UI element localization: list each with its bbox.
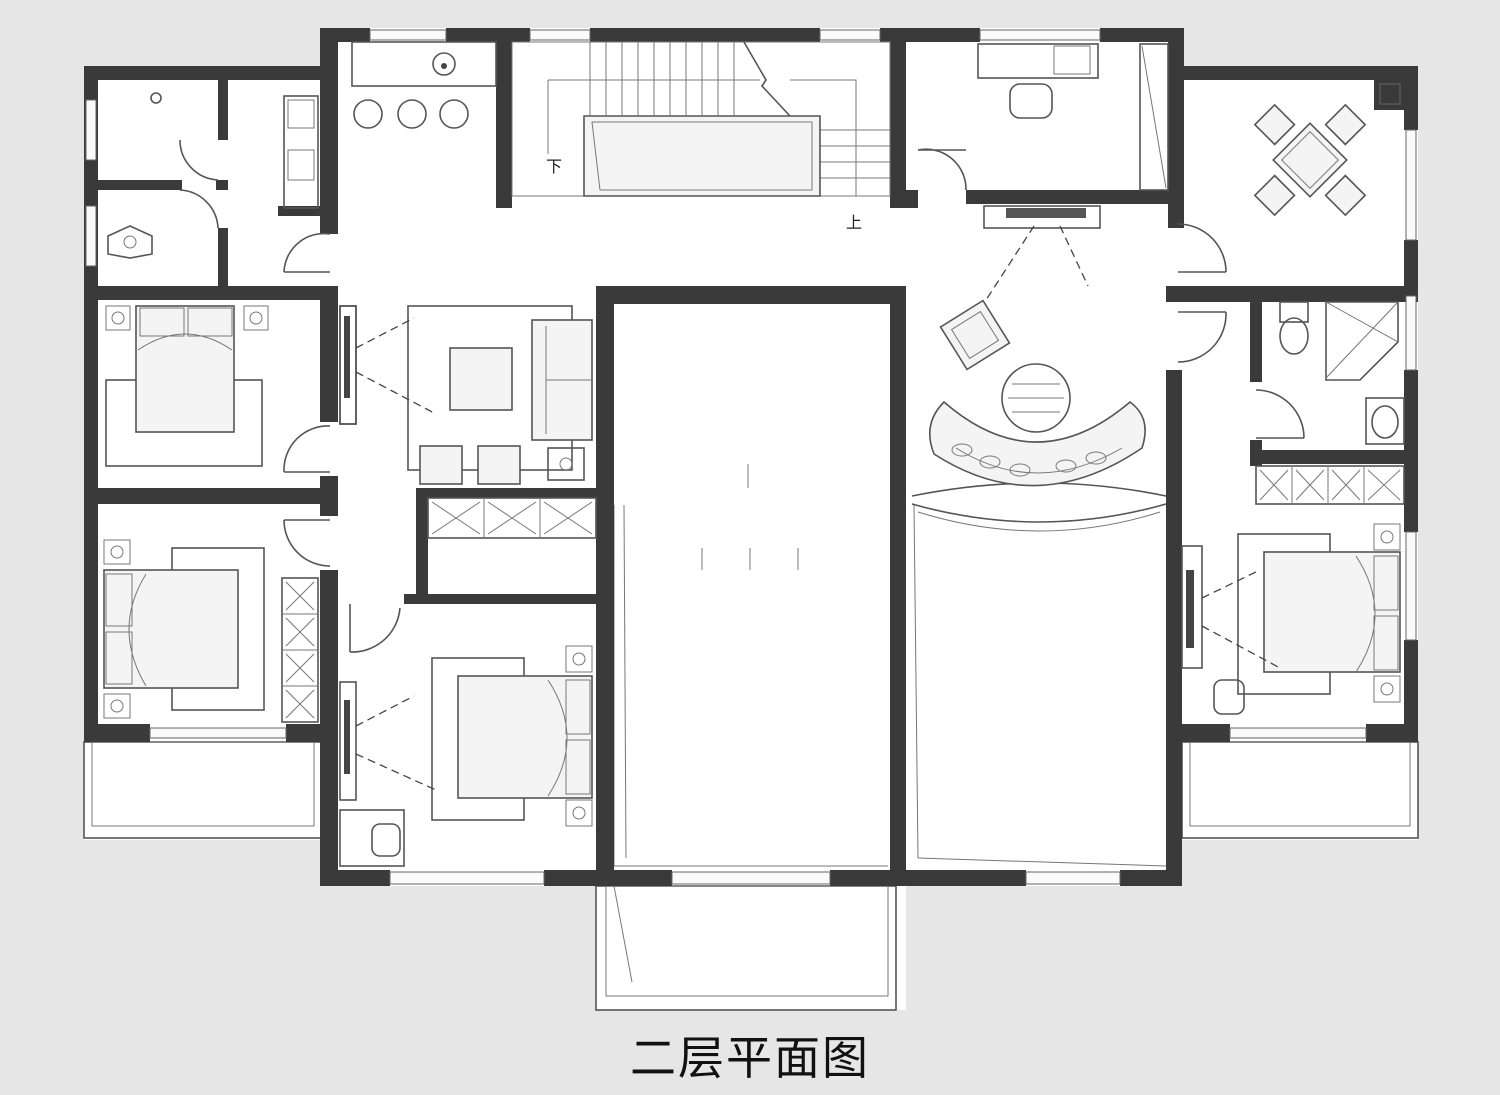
- washbasin-icon: [1371, 405, 1399, 439]
- bed: [1263, 551, 1401, 673]
- nightstand: [103, 539, 131, 565]
- lamp-icon: [1380, 682, 1394, 696]
- nightstand: [565, 799, 593, 827]
- chair: [1253, 174, 1296, 217]
- bedroom-4: [1181, 523, 1401, 715]
- desk-chair: [371, 823, 401, 857]
- toilet-tank: [1279, 301, 1309, 323]
- armchair: [477, 445, 521, 485]
- toilet-icon: [107, 225, 153, 259]
- bedroom-2: [103, 539, 319, 723]
- coffee-table: [449, 347, 513, 411]
- chair: [1253, 103, 1296, 146]
- bar-stool: [439, 99, 469, 129]
- armchair: [419, 445, 463, 485]
- vanity-counter: [283, 95, 319, 209]
- lounge-chair: [939, 299, 1011, 371]
- study-desk: [977, 43, 1099, 79]
- lamp-icon: [1380, 530, 1394, 544]
- tv-cabinet: [1181, 545, 1203, 669]
- bar-stool: [397, 99, 427, 129]
- closet: [427, 497, 597, 539]
- nightstand: [565, 645, 593, 673]
- windows: [85, 29, 1417, 885]
- shower-icon: [150, 92, 162, 104]
- desk: [339, 809, 405, 867]
- lamp-icon: [110, 545, 124, 559]
- floor-area: [84, 28, 1418, 1010]
- study: [977, 43, 1169, 191]
- tv-cabinet: [339, 305, 357, 425]
- lamp-icon: [111, 311, 125, 325]
- desk-chair: [1213, 679, 1245, 715]
- bathroom-right: [1279, 301, 1405, 445]
- lounge: [928, 205, 1146, 487]
- wardrobe: [281, 577, 319, 723]
- doors: [179, 139, 1305, 653]
- balcony-front: [595, 885, 897, 1011]
- bed: [457, 675, 593, 799]
- curved-sofa: [928, 400, 1146, 487]
- bathroom-left: [107, 92, 319, 259]
- drawing-title: 二层平面图: [630, 1031, 870, 1085]
- round-table: [1001, 363, 1071, 433]
- chair: [1324, 174, 1367, 217]
- nightstand: [103, 693, 131, 719]
- lamp-icon: [572, 652, 586, 666]
- lamp-icon: [249, 311, 263, 325]
- tv-cabinet: [339, 681, 357, 801]
- bed: [103, 569, 239, 689]
- sink-icon: [432, 52, 456, 76]
- square-table: [1272, 122, 1348, 198]
- bed: [135, 305, 235, 433]
- vanity: [1365, 397, 1405, 445]
- lamp-icon: [572, 806, 586, 820]
- bookshelf: [1139, 43, 1169, 191]
- nightstand: [1373, 523, 1401, 551]
- tea-room: [1253, 83, 1401, 217]
- wardrobe-right: [1255, 465, 1405, 505]
- shower-tray: [1325, 301, 1399, 381]
- bar-stool: [353, 99, 383, 129]
- nightstand: [243, 305, 269, 331]
- stair-down-label: 下: [546, 157, 562, 176]
- bedroom-3: [339, 645, 593, 867]
- staircase: 下 上: [511, 41, 891, 232]
- side-table: [547, 447, 585, 481]
- lamp-icon: [110, 699, 124, 713]
- nightstand: [1373, 675, 1401, 703]
- bar-counter: [351, 41, 497, 129]
- tv-console: [983, 205, 1101, 229]
- chair: [1324, 103, 1367, 146]
- toilet-icon: [1279, 317, 1309, 355]
- nightstand: [105, 305, 131, 331]
- study-chair: [1009, 83, 1053, 119]
- stair-up-label: 上: [846, 213, 862, 232]
- sitting-room: [339, 305, 593, 485]
